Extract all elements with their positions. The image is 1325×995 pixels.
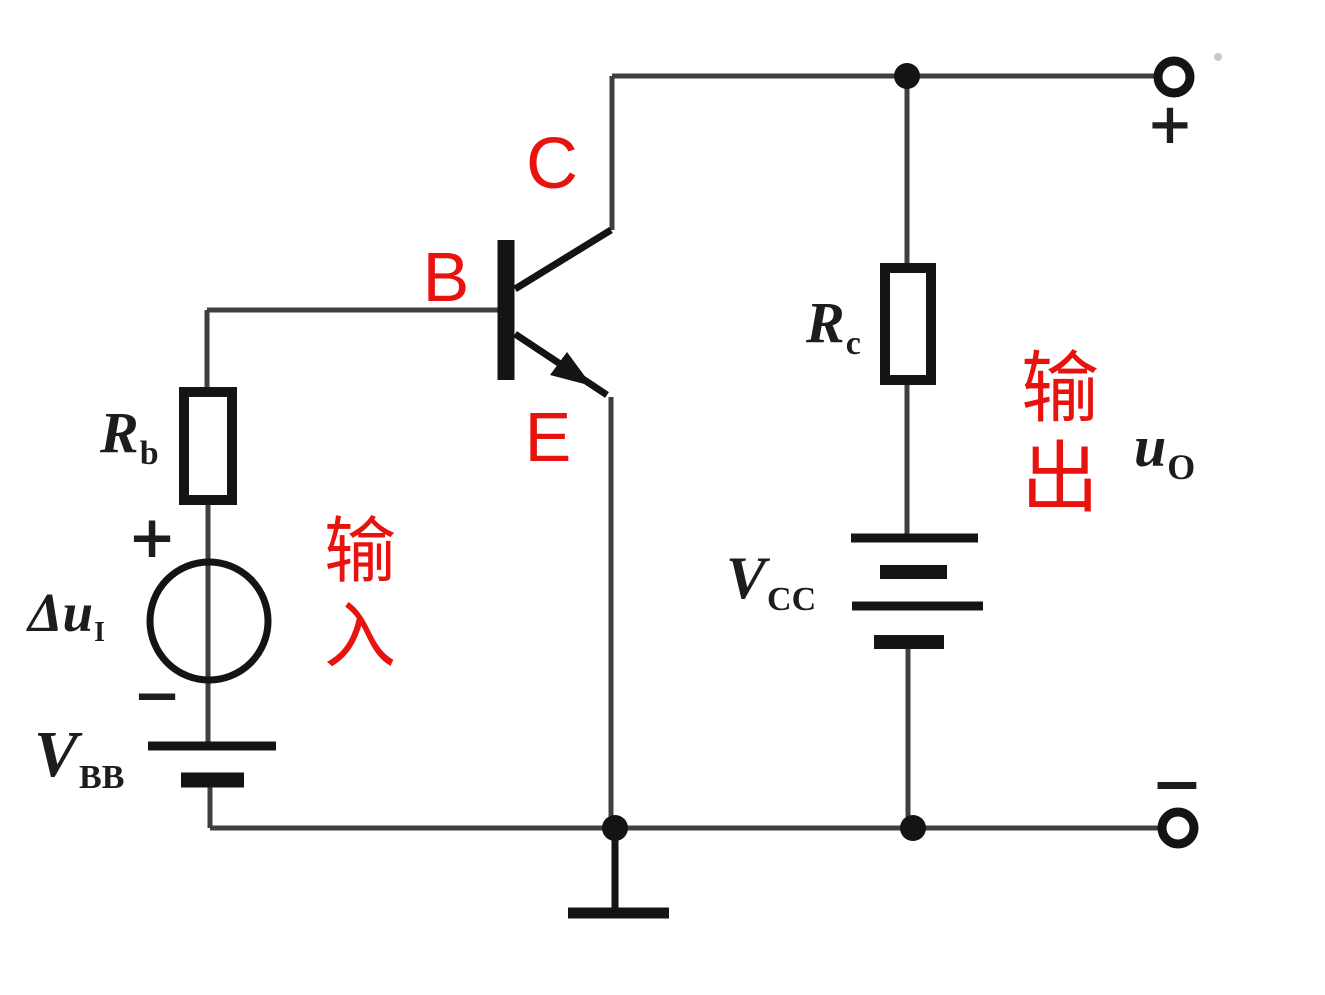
rc-label: Rc <box>806 294 861 361</box>
output-annotation-char-1: 输 <box>1020 344 1100 434</box>
vbb-label: VBB <box>34 722 124 795</box>
emitter-label: E <box>524 398 572 476</box>
uo-label: uO <box>1134 418 1195 485</box>
output-minus-sign: − <box>1151 747 1203 820</box>
vcc-label-sub: CC <box>767 580 817 618</box>
source-label-main: Δu <box>28 582 94 643</box>
vcc-label: VCC <box>726 545 816 616</box>
rc-label-main: R <box>806 290 845 355</box>
rb-label-sub: b <box>139 434 159 472</box>
source-plus-sign: + <box>127 503 177 571</box>
input-annotation-char-2: 入 <box>323 594 397 678</box>
output-annotation-char-2: 出 <box>1020 434 1100 524</box>
uo-label-sub: O <box>1167 446 1196 487</box>
output-plus-sign: + <box>1146 91 1194 157</box>
base-label: B <box>422 238 470 316</box>
vbb-label-main: V <box>34 718 79 791</box>
source-label: ΔuI <box>28 582 105 646</box>
junction-dot-top <box>894 63 920 89</box>
terminal-top-icon <box>1153 56 1195 98</box>
terminal-bottom-icon <box>1157 807 1199 849</box>
signal-source-icon <box>146 558 272 684</box>
vbb-label-sub: BB <box>79 758 125 796</box>
scan-artifact-dot <box>1214 53 1222 61</box>
vcc-label-main: V <box>726 545 767 611</box>
collector-label: C <box>526 124 578 204</box>
source-minus-sign: − <box>132 661 182 729</box>
rb-label: Rb <box>100 404 159 471</box>
uo-label-main: u <box>1134 414 1167 479</box>
source-label-sub: I <box>94 616 105 648</box>
resistor-rb-icon <box>179 387 237 505</box>
transistor-collector-lead <box>513 227 613 292</box>
junction-dot-vcc <box>900 815 926 841</box>
emitter-arrow-icon <box>550 352 592 386</box>
rc-label-sub: c <box>845 324 861 362</box>
rb-label-main: R <box>100 400 139 465</box>
junction-dot-emitter <box>602 815 628 841</box>
input-annotation-char-1: 输 <box>323 509 397 593</box>
resistor-rc-icon <box>880 263 936 385</box>
